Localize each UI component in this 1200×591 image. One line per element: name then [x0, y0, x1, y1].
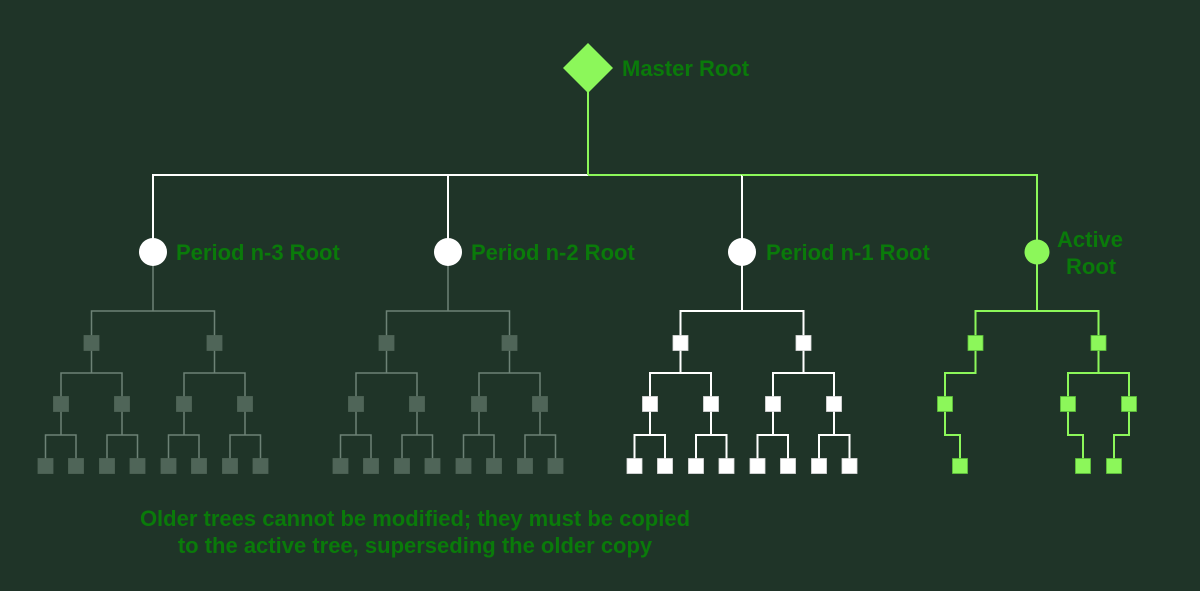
leaf-node — [718, 458, 735, 474]
connector-line — [742, 174, 1038, 252]
tree-branch-line — [1067, 372, 1130, 404]
leaf-node — [749, 458, 766, 474]
tree-branch-line — [944, 343, 977, 404]
leaf-node — [160, 458, 177, 474]
tree-node — [765, 396, 781, 412]
tree-node — [206, 335, 223, 351]
tree-branch-line — [478, 372, 541, 404]
tree-branch-line — [974, 310, 1100, 343]
tree-branch-line — [462, 434, 495, 466]
tree-branch-line — [90, 310, 216, 343]
leaf-node — [99, 458, 115, 474]
connector-line — [152, 174, 588, 252]
tree-node — [409, 396, 425, 412]
tree-branch-line — [339, 434, 372, 466]
tree-node — [795, 335, 812, 351]
tree-branch-line — [944, 404, 961, 466]
leaf-node — [191, 458, 207, 474]
caption-line-1: Older trees cannot be modified; they mus… — [139, 506, 691, 531]
leaf-node — [517, 458, 533, 474]
tree-branch-line — [772, 372, 835, 404]
leaf-node — [626, 458, 643, 474]
tree-branch-line — [633, 434, 666, 466]
tree-label-period-n-3: Period n-3 Root — [176, 240, 340, 265]
tree-node — [1090, 335, 1107, 351]
tree-node — [237, 396, 253, 412]
tree-branch-line — [106, 434, 139, 466]
tree-node — [532, 396, 548, 412]
tree-branch-line — [1067, 404, 1084, 466]
tree-root-circle — [1024, 239, 1050, 265]
master-root-diamond — [563, 43, 613, 93]
leaf-node — [129, 458, 146, 474]
tree-node — [348, 396, 364, 412]
tree-node — [114, 396, 130, 412]
leaf-node — [952, 458, 968, 474]
tree-node — [672, 335, 689, 351]
caption-line-2: to the active tree, superseding the olde… — [177, 533, 653, 558]
leaf-node — [394, 458, 410, 474]
tree-branch-line — [60, 372, 123, 404]
leaf-node — [811, 458, 827, 474]
tree-node — [176, 396, 192, 412]
leaf-node — [252, 458, 269, 474]
tree-node — [1121, 396, 1137, 412]
leaf-node — [841, 458, 858, 474]
tree-label-period-n-1: Period n-1 Root — [766, 240, 930, 265]
leaf-node — [1106, 458, 1122, 474]
caption: Older trees cannot be modified; they mus… — [60, 505, 770, 559]
leaf-node — [37, 458, 54, 474]
tree-branch-line — [385, 310, 511, 343]
leaf-node — [486, 458, 502, 474]
tree-node — [501, 335, 518, 351]
tree-label-active-line2: Root — [1066, 254, 1117, 279]
leaf-node — [1075, 458, 1091, 474]
tree-root-circle — [434, 238, 462, 266]
tree-label-period-n-2: Period n-2 Root — [471, 240, 635, 265]
tree-branch-line — [695, 434, 728, 466]
tree-branch-line — [355, 372, 418, 404]
tree-branch-line — [401, 434, 434, 466]
tree-root-circle — [139, 238, 167, 266]
tree-root-circle — [728, 238, 756, 266]
leaf-node — [424, 458, 441, 474]
tree-branch-line — [679, 310, 805, 343]
leaf-node — [332, 458, 349, 474]
tree-branch-line — [183, 372, 246, 404]
tree-node — [1060, 396, 1076, 412]
leaf-node — [780, 458, 796, 474]
tree-node — [378, 335, 395, 351]
tree-branch-line — [524, 434, 557, 466]
tree-node — [937, 396, 953, 412]
leaf-node — [363, 458, 379, 474]
tree-label-active-line1: Active — [1057, 227, 1124, 252]
tree-branch-line — [756, 434, 789, 466]
tree-branch-line — [44, 434, 77, 466]
tree-branch-line — [1113, 404, 1130, 466]
leaf-node — [222, 458, 238, 474]
leaf-node — [657, 458, 673, 474]
tree-node — [967, 335, 984, 351]
tree-node — [826, 396, 842, 412]
leaf-node — [688, 458, 704, 474]
leaf-node — [68, 458, 84, 474]
tree-node — [642, 396, 658, 412]
tree-branch-line — [229, 434, 262, 466]
tree-branch-line — [167, 434, 200, 466]
master-root-label: Master Root — [622, 56, 750, 81]
tree-node — [471, 396, 487, 412]
leaf-node — [547, 458, 564, 474]
tree-branch-line — [818, 434, 851, 466]
tree-node — [83, 335, 100, 351]
tree-node — [703, 396, 719, 412]
tree-node — [53, 396, 69, 412]
tree-branch-line — [649, 372, 712, 404]
leaf-node — [455, 458, 472, 474]
